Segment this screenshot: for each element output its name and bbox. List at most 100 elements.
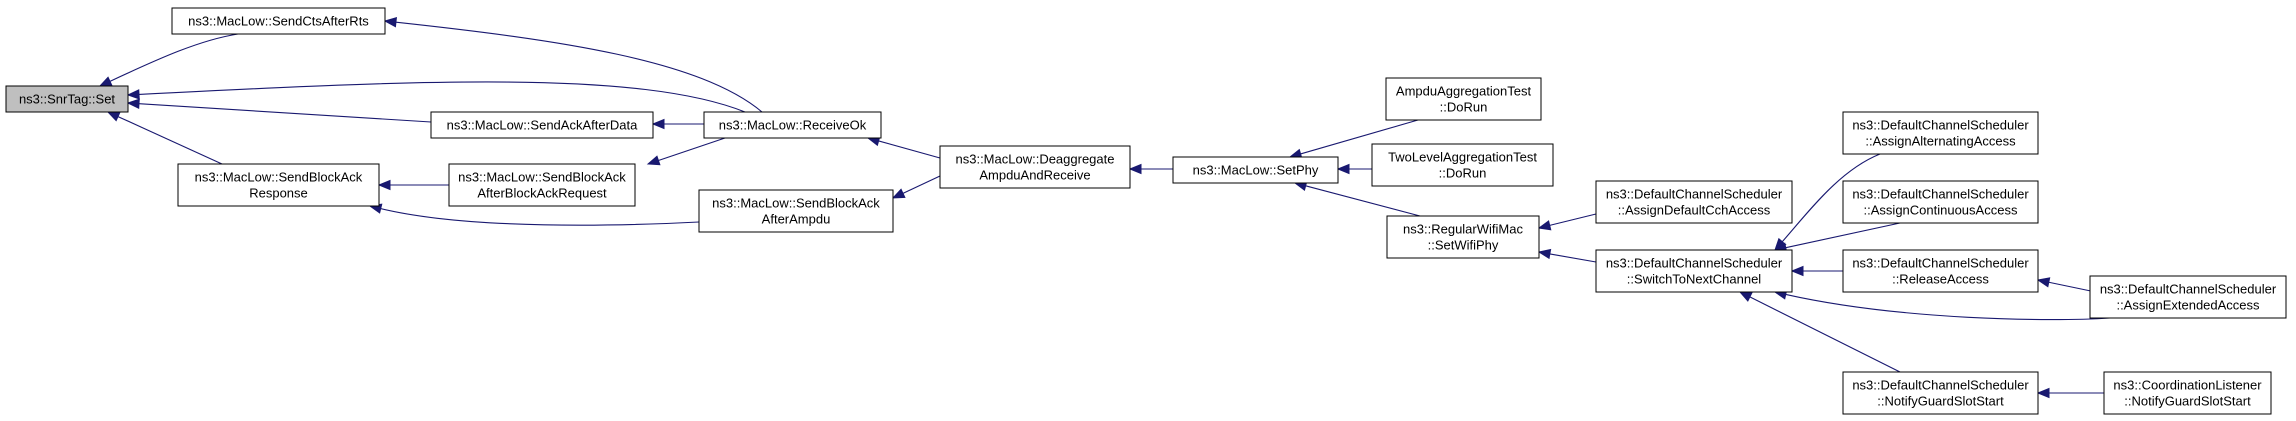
node-send-ack-after-data[interactable]: ns3::MacLow::SendAckAfterData [430, 111, 654, 139]
node-label-line: ns3::MacLow::ReceiveOk [719, 118, 867, 133]
node-label-line: ::DoRun [1439, 166, 1487, 181]
arrowhead-icon [1738, 291, 1753, 302]
arrowhead-icon [377, 179, 391, 191]
edge-two_level_aggregation_test-to-set_phy [1336, 163, 1372, 175]
node-box [5, 85, 129, 113]
node-receive-ok[interactable]: ns3::MacLow::ReceiveOk [703, 111, 882, 139]
arrowhead-icon [106, 111, 121, 122]
node-label-line: ns3::MacLow::SendBlockAck [195, 170, 363, 185]
edge-receive_ok-to-send_block_ack_after_bar [646, 137, 726, 166]
node-box [2089, 275, 2287, 319]
edge-receive_ok-to-snrtag_set [126, 81, 746, 113]
node-notify-guard-slot-start[interactable]: ns3::DefaultChannelScheduler::NotifyGuar… [1842, 371, 2039, 415]
edge-assign_continuous_access-to-switch_to_next_channel [1773, 222, 1901, 253]
node-label-line: ::DoRun [1440, 100, 1488, 115]
edge-receive_ok-to-send_ack_after_data [651, 118, 704, 130]
node-box [177, 163, 380, 207]
node-label-line: ::SwitchToNextChannel [1627, 272, 1762, 287]
node-snrtag-set: ns3::SnrTag::Set [5, 85, 129, 113]
edge-switch_to_next_channel-to-regular_wifi_mac_set_wifi_phy [1537, 248, 1597, 263]
edge-assign_default_cch_access-to-regular_wifi_mac_set_wifi_phy [1537, 213, 1597, 231]
node-box [448, 163, 636, 207]
node-box [1842, 371, 2039, 415]
node-label-line: ns3::MacLow::SendBlockAck [712, 196, 880, 211]
arrowhead-icon [651, 118, 665, 130]
edge-send_block_ack_after_bar-to-send_block_ack_response [377, 179, 449, 191]
node-release-access[interactable]: ns3::DefaultChannelScheduler::ReleaseAcc… [1842, 249, 2039, 293]
node-label-line: ns3::MacLow::SendCtsAfterRts [188, 14, 369, 29]
node-ampdu-aggregation-test[interactable]: AmpduAggregationTest::DoRun [1385, 77, 1542, 121]
edge-send_cts_after_rts-to-snrtag_set [98, 33, 239, 87]
node-box [698, 189, 894, 233]
node-box [1842, 111, 2039, 155]
edge-send_block_ack_response-to-snrtag_set [106, 111, 223, 165]
node-box [430, 111, 654, 139]
arrowhead-icon [98, 76, 113, 87]
arrowhead-icon [646, 155, 661, 166]
node-label-line: ns3::DefaultChannelScheduler [1852, 378, 2029, 393]
node-label-line: ns3::MacLow::SetPhy [1193, 163, 1319, 178]
arrowhead-icon [126, 98, 140, 109]
node-box [1595, 180, 1793, 224]
node-assign-continuous-access[interactable]: ns3::DefaultChannelScheduler::AssignCont… [1842, 180, 2039, 224]
arrowhead-icon [1336, 163, 1350, 175]
node-label-line: TwoLevelAggregationTest [1388, 150, 1537, 165]
edge-coordination_listener_notify-to-notify_guard_slot_start [2036, 387, 2104, 399]
arrowhead-icon [1537, 220, 1552, 231]
node-switch-to-next-channel[interactable]: ns3::DefaultChannelScheduler::SwitchToNe… [1595, 249, 1793, 293]
node-label-line: ::NotifyGuardSlotStart [2124, 394, 2251, 409]
node-label-line: ns3::MacLow::Deaggregate [956, 152, 1115, 167]
arrowhead-icon [126, 89, 140, 100]
node-send-cts-after-rts[interactable]: ns3::MacLow::SendCtsAfterRts [171, 7, 386, 35]
node-label-line: ::ReleaseAccess [1892, 272, 1989, 287]
node-label-line: ::AssignDefaultCchAccess [1618, 203, 1771, 218]
arrowhead-icon [2036, 387, 2050, 399]
arrowhead-icon [1537, 248, 1552, 260]
edge-set_phy-to-deaggregate_ampdu [1128, 163, 1173, 175]
node-label-line: ::AssignExtendedAccess [2116, 298, 2260, 313]
node-label-line: ns3::DefaultChannelScheduler [2100, 282, 2277, 297]
nodes-layer: ns3::SnrTag::Set ns3::MacLow::SendCtsAfte… [5, 7, 2287, 415]
arrowhead-icon [1128, 163, 1142, 175]
node-assign-default-cch-access[interactable]: ns3::DefaultChannelScheduler::AssignDefa… [1595, 180, 1793, 224]
edge-send_ack_after_data-to-snrtag_set [126, 98, 432, 123]
node-box [1842, 249, 2039, 293]
node-box [1172, 156, 1339, 184]
edge-deaggregate_ampdu-to-send_block_ack_after_ampdu [891, 175, 941, 199]
node-assign-alternating-access[interactable]: ns3::DefaultChannelScheduler::AssignAlte… [1842, 111, 2039, 155]
node-box [2103, 371, 2272, 415]
edge-receive_ok-to-send_cts_after_rts [383, 17, 763, 113]
node-box [1595, 249, 1793, 293]
edge-regular_wifi_mac_set_wifi_phy-to-set_phy [1293, 180, 1421, 217]
node-label-line: ns3::DefaultChannelScheduler [1852, 256, 2029, 271]
node-label-line: AmpduAndReceive [979, 168, 1090, 183]
node-label-line: ns3::MacLow::SendBlockAck [458, 170, 626, 185]
arrowhead-icon [1790, 265, 1804, 277]
node-label-line: ::AssignAlternatingAccess [1865, 134, 2016, 149]
node-two-level-aggregation-test[interactable]: TwoLevelAggregationTest::DoRun [1371, 143, 1554, 187]
node-box [703, 111, 882, 139]
node-box [171, 7, 386, 35]
node-label-line: ::SetWifiPhy [1428, 238, 1499, 253]
node-label-line: ::AssignContinuousAccess [1864, 203, 2018, 218]
node-box [1386, 215, 1540, 259]
node-assign-extended-access[interactable]: ns3::DefaultChannelScheduler::AssignExte… [2089, 275, 2287, 319]
node-label-line: ::NotifyGuardSlotStart [1877, 394, 2004, 409]
node-label-line: ns3::DefaultChannelScheduler [1606, 256, 1783, 271]
node-coordination-listener-notify[interactable]: ns3::CoordinationListener::NotifyGuardSl… [2103, 371, 2272, 415]
node-send-block-ack-after-bar[interactable]: ns3::MacLow::SendBlockAckAfterBlockAckRe… [448, 163, 636, 207]
node-set-phy[interactable]: ns3::MacLow::SetPhy [1172, 156, 1339, 184]
arrowhead-icon [2036, 277, 2051, 288]
edges-layer [98, 17, 2111, 399]
node-label-line: ns3::MacLow::SendAckAfterData [447, 118, 639, 133]
edge-deaggregate_ampdu-to-receive_ok [866, 136, 941, 159]
node-label-line: AfterAmpdu [762, 212, 831, 227]
edge-send_block_ack_after_ampdu-to-send_block_ack_response [368, 203, 700, 226]
node-box [939, 145, 1131, 189]
node-regular-wifi-mac-set-wifi-phy[interactable]: ns3::RegularWifiMac::SetWifiPhy [1386, 215, 1540, 259]
node-label-line: ns3::CoordinationListener [2113, 378, 2262, 393]
